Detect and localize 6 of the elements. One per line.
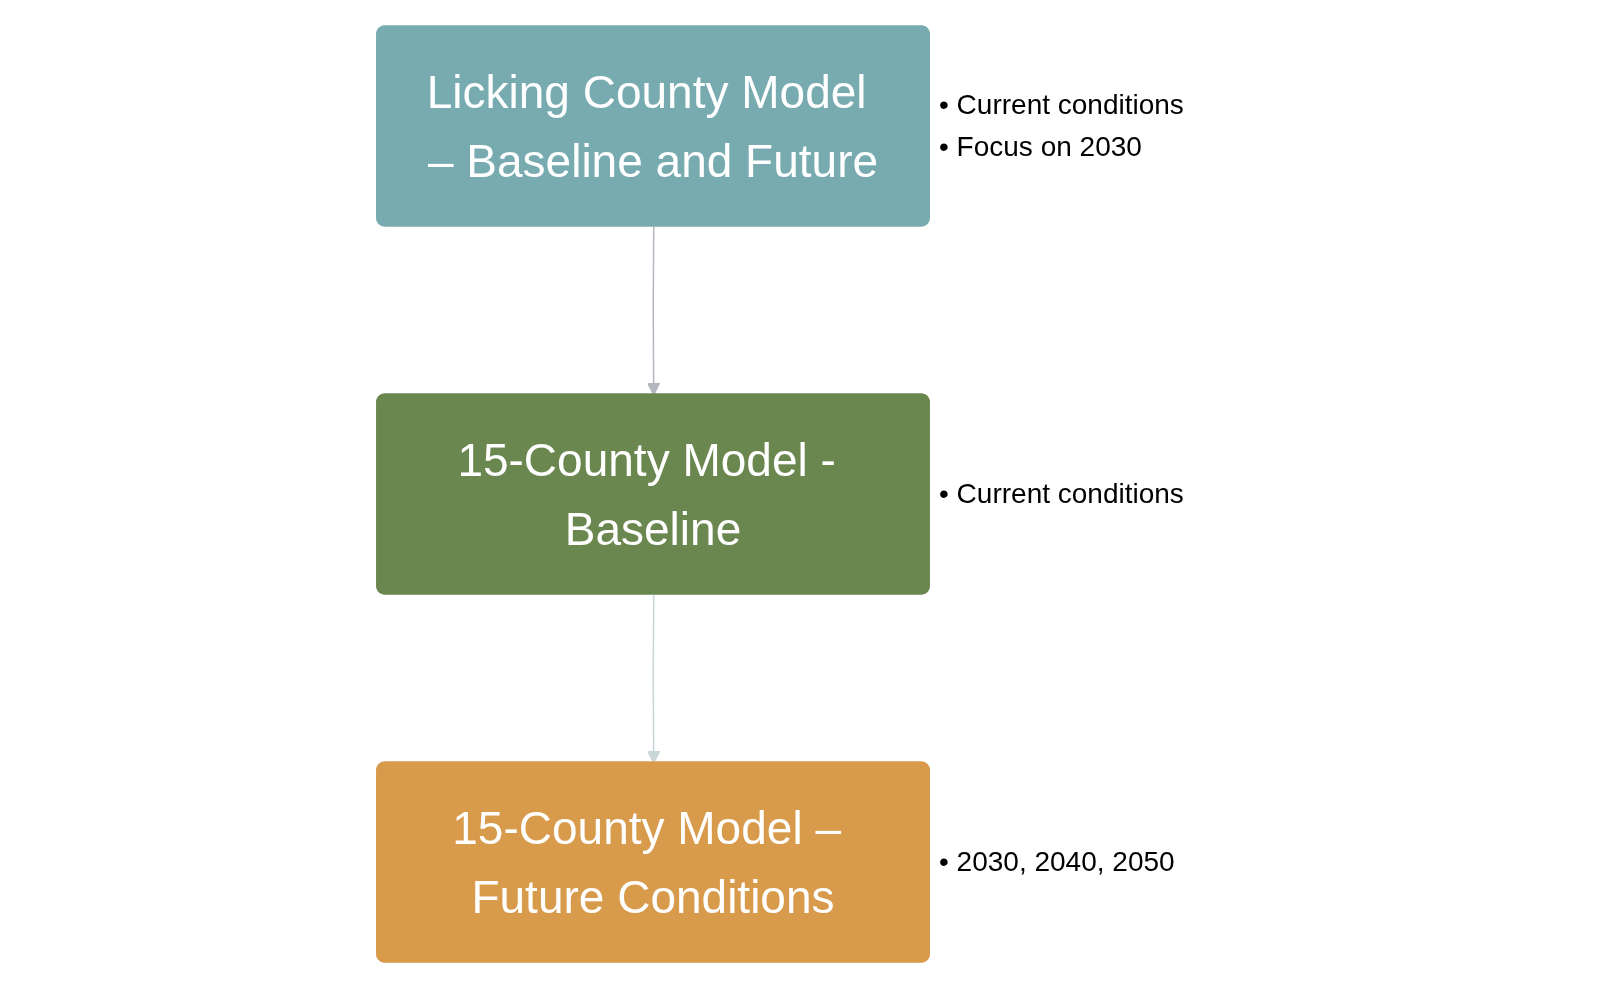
arrow [646,593,661,764]
bullet-note: • Focus on 2030 [939,129,1143,164]
arrow [646,225,661,396]
bullet-note: • Current conditions [939,477,1184,511]
bullet-note: • Current conditions [939,87,1184,122]
bullet-note: • 2030, 2040, 2050 [939,845,1175,880]
